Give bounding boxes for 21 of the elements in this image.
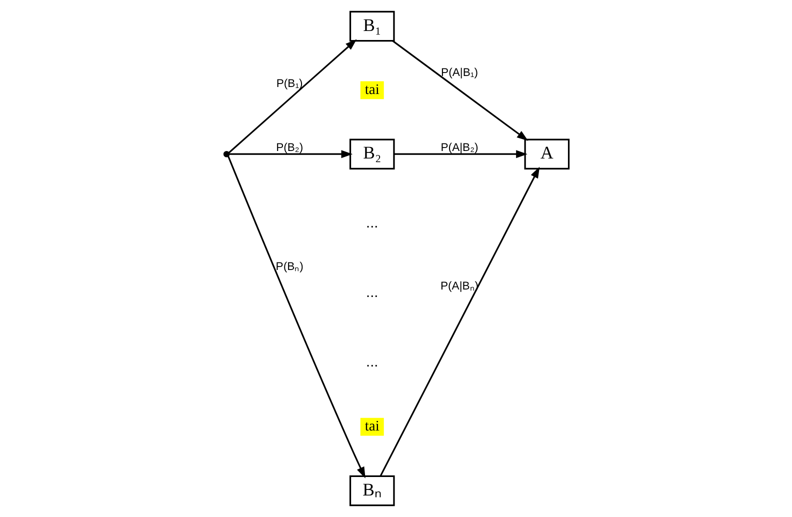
- node-circle: [222, 150, 230, 158]
- node-box: A: [524, 138, 570, 170]
- node-box: B₂: [348, 138, 394, 170]
- edge-label: P(A|B₂): [440, 142, 478, 154]
- edge-label: P(B₁): [276, 78, 302, 90]
- edge-label: P(B₂): [276, 142, 303, 154]
- arrow: [379, 166, 540, 476]
- label: ...: [366, 354, 378, 370]
- edge-label: P(Bₙ): [275, 260, 303, 273]
- arrow: [394, 150, 527, 158]
- arrow: [392, 40, 528, 141]
- label: tai: [364, 82, 379, 98]
- label: ...: [366, 284, 378, 301]
- node-box: Bₙ: [348, 475, 394, 506]
- arrow: [226, 156, 365, 478]
- node-box: B₁: [348, 10, 394, 42]
- label: tai: [364, 418, 379, 434]
- arrow: [228, 39, 356, 154]
- edge-label: P(A|B₁): [440, 66, 478, 79]
- arrow: [228, 150, 352, 158]
- label: ...: [366, 215, 378, 232]
